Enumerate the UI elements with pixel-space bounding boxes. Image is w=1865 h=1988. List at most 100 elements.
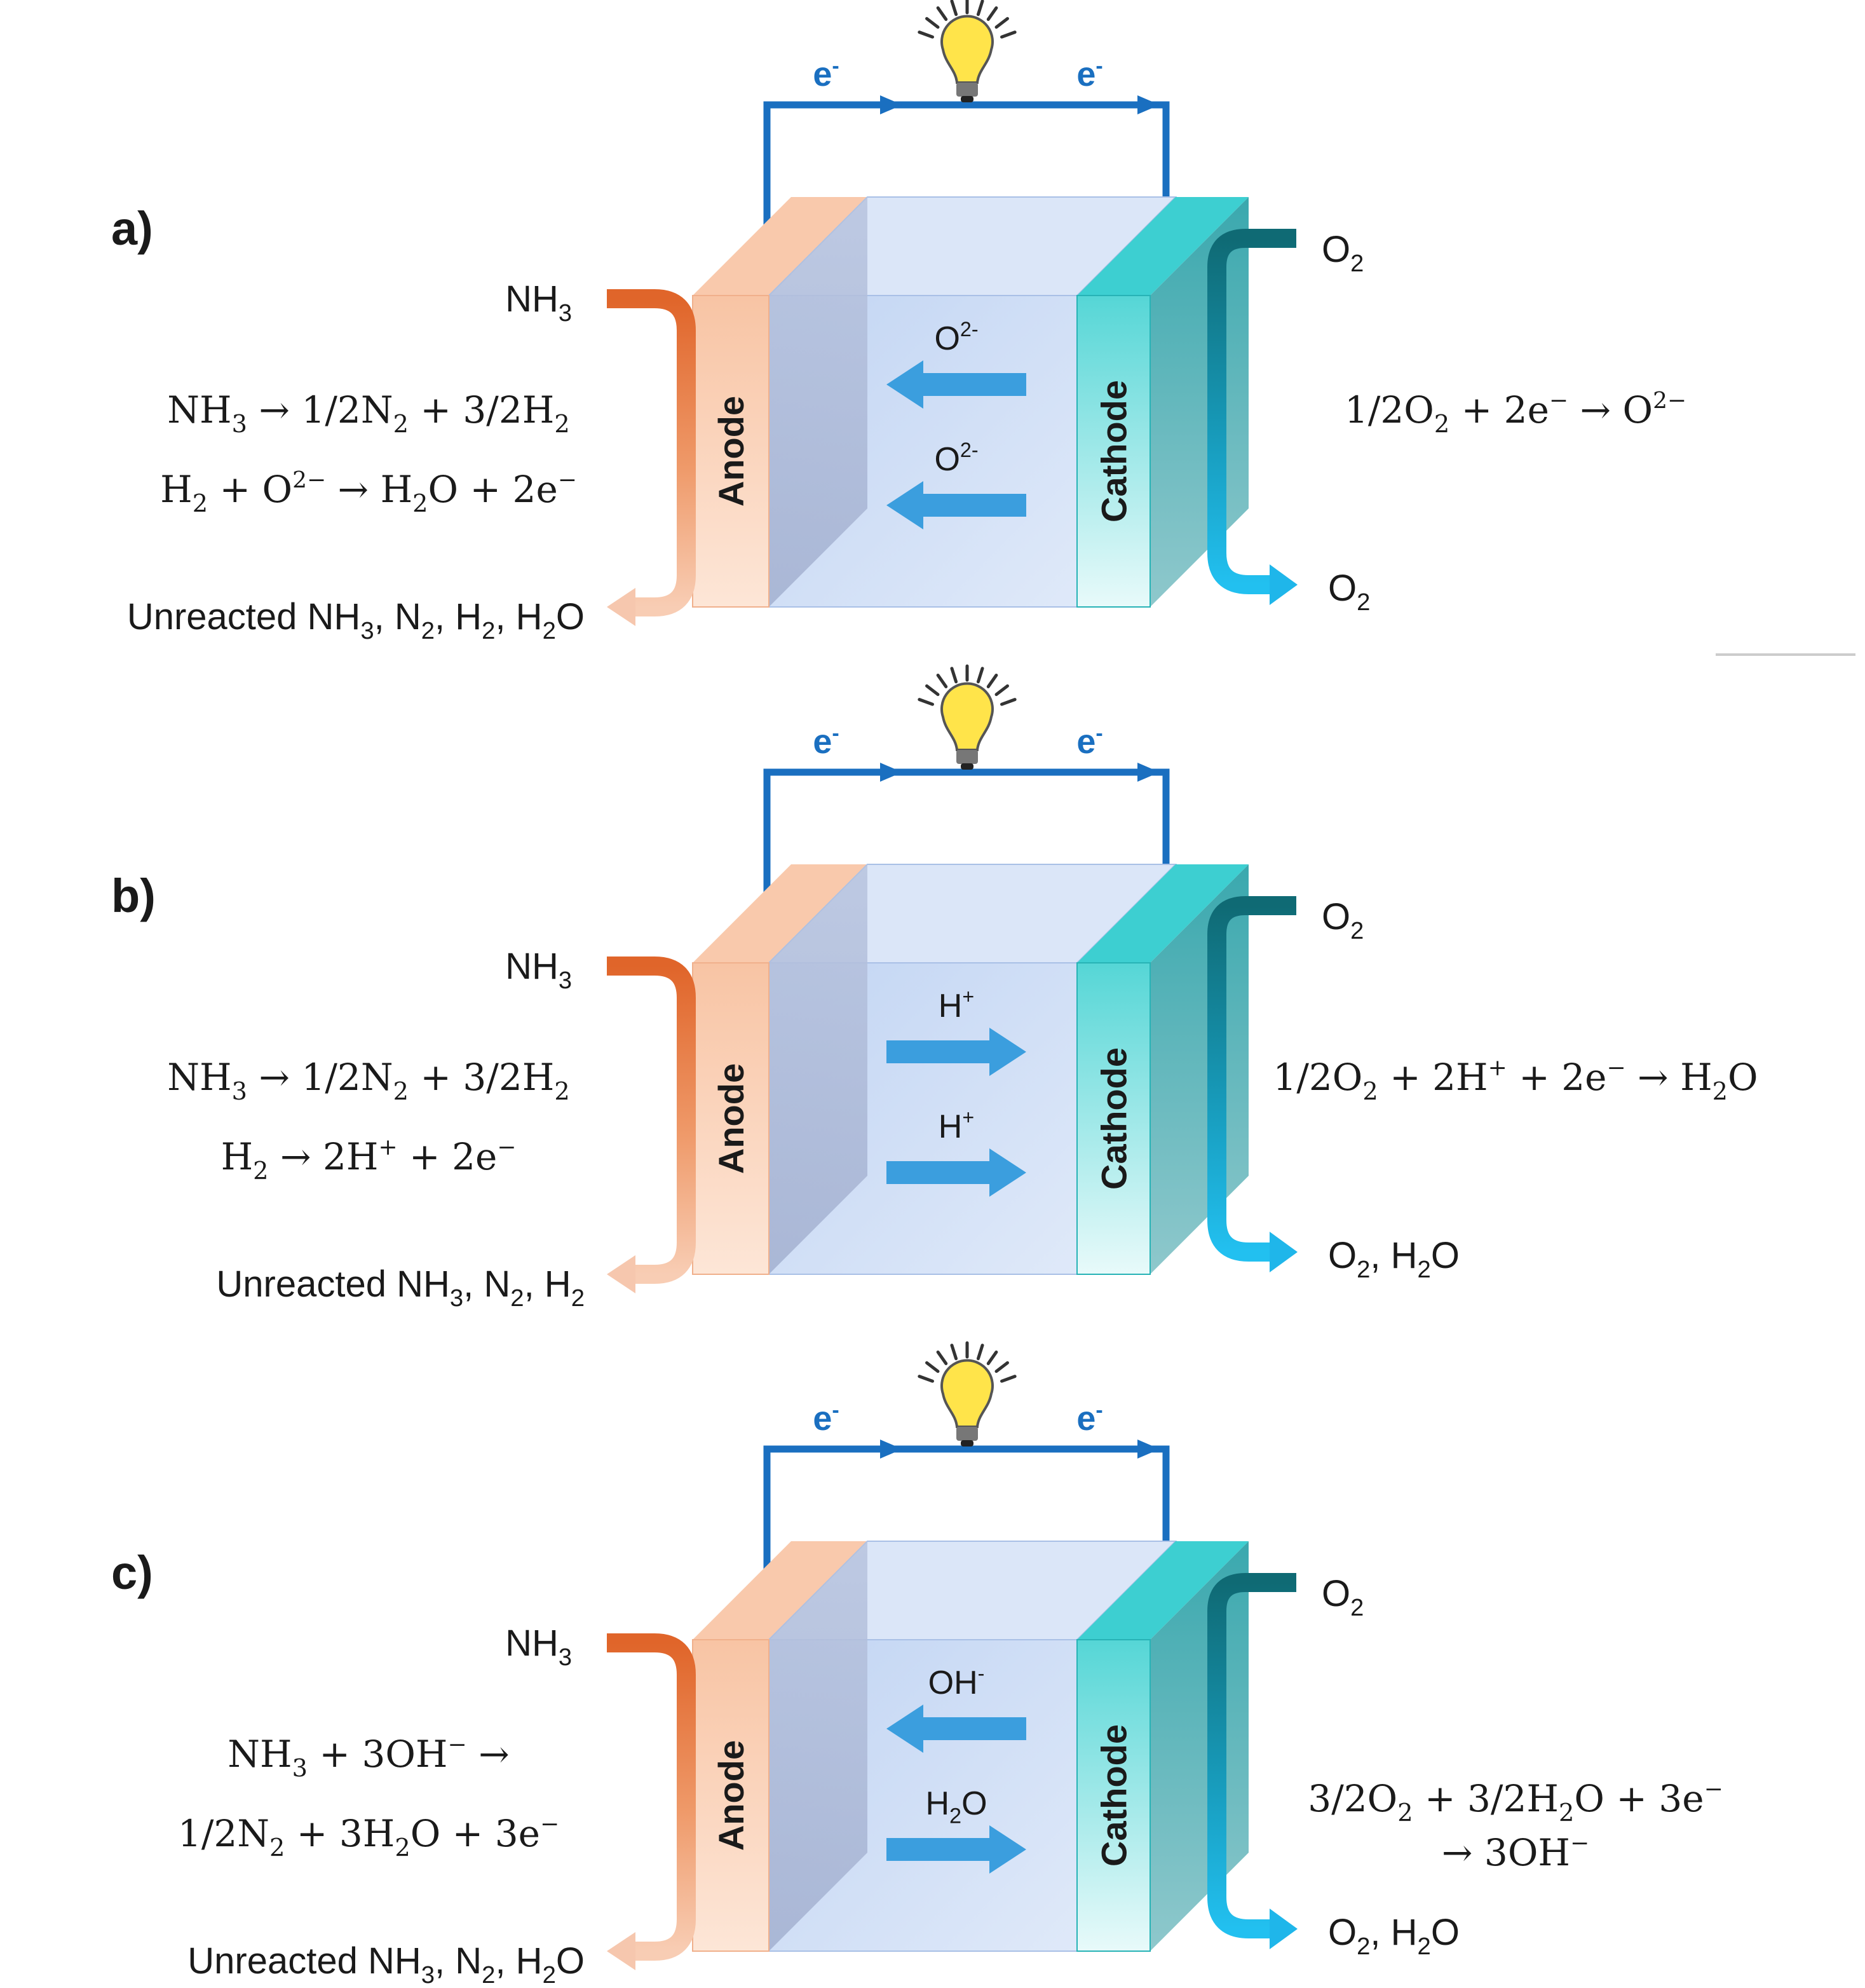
- oxidant-outlet-label-part: , H: [1370, 1235, 1417, 1276]
- cathode-reaction-equation-part: 2: [1712, 1077, 1728, 1106]
- cathode-reaction-equation-part: −: [1570, 1830, 1589, 1856]
- electron-label: e-: [813, 54, 839, 93]
- anode-top: [693, 1541, 867, 1640]
- oxidant-outlet-label-part: , H: [1370, 1912, 1417, 1953]
- ion-label-part: H: [939, 988, 963, 1025]
- oxidant-outlet-label: O2, H2O: [1328, 1235, 1460, 1283]
- ion-flow-arrow: [886, 1148, 1026, 1197]
- light-ray: [918, 31, 934, 39]
- bulb-base: [956, 750, 978, 764]
- electron-charge: -: [832, 54, 839, 78]
- light-ray: [986, 6, 998, 21]
- fuel-flow-pipe: [607, 289, 696, 616]
- oxidant-inlet-subscript: 2: [1350, 1595, 1364, 1621]
- light-ray: [918, 698, 934, 706]
- bulb-glass: [940, 1359, 994, 1428]
- cathode-reaction-equation-part: 2: [1559, 1799, 1574, 1827]
- cathode-reaction-equation: → 3OH−: [1442, 1830, 1589, 1874]
- electron-label: e-: [813, 1398, 839, 1438]
- ion-label-part: O: [934, 320, 960, 357]
- light-ray: [925, 1361, 940, 1373]
- anode-reaction-equation: NH3 → 1/2N2 + 3/2H2: [167, 388, 569, 439]
- anode-reaction-equation-part: 2: [253, 1157, 268, 1185]
- light-ray: [1000, 31, 1017, 39]
- exhaust-label-part: Unreacted NH: [216, 1263, 449, 1305]
- cathode-top: [1077, 197, 1249, 296]
- anode-reaction-equation: H2 + O2− → H2O + 2e−: [160, 467, 577, 518]
- anode-reaction-equation-part: 3: [232, 1077, 247, 1106]
- cathode-reaction-equation-part: 1/2O: [1273, 1056, 1362, 1099]
- anode-reaction-equation-part: + O: [208, 468, 292, 511]
- ion-label-part: H: [939, 1108, 963, 1145]
- electron-label: e-: [1076, 54, 1102, 93]
- anode-reaction-equation-part: + 3/2H: [409, 1056, 554, 1099]
- oxidant-outlet-arrow-head: [1270, 1232, 1298, 1272]
- ion-flow-arrow: [886, 1705, 1026, 1753]
- fuel-inlet-subscript: 3: [559, 300, 572, 327]
- ion-label: H+: [939, 1106, 974, 1145]
- cathode-reaction-equation-part: 2: [1362, 1077, 1378, 1106]
- anode-reaction-equation-part: + 3/2H: [409, 388, 554, 432]
- oxidant-outlet-arrow-head: [1270, 1909, 1298, 1949]
- electron-flow-arrow: [1137, 95, 1160, 114]
- cathode-reaction-equation-part: + 2e: [1449, 388, 1549, 432]
- ion-flow-arrow: [886, 360, 1026, 409]
- anode-reaction-equation-part: 2: [193, 489, 208, 518]
- cathode-reaction-equation-part: + 2H: [1378, 1056, 1488, 1099]
- bulb-glass: [940, 15, 994, 84]
- ion-flow-arrow: [886, 1028, 1026, 1076]
- fuel-inlet-label: NH3: [505, 946, 572, 994]
- ion-label-part: O: [934, 441, 960, 478]
- anode-reaction-equation-part: → 2H: [269, 1135, 379, 1178]
- anode-reaction-equation-part: 2: [395, 1834, 410, 1862]
- circuit-wire: [763, 768, 1170, 922]
- cathode-front: [1076, 295, 1151, 608]
- cathode-reaction-equation: 1/2O2 + 2e− → O2−: [1345, 388, 1686, 439]
- fuel-cell-body: [692, 196, 1249, 608]
- cathode-reaction-equation-part: 3/2O: [1308, 1777, 1397, 1820]
- cathode-reaction-equation-part: → O: [1568, 388, 1653, 432]
- anode-reaction-equation: NH3 + 3OH− →: [227, 1732, 509, 1783]
- exhaust-label-part: , H: [524, 1263, 571, 1305]
- fuel-inlet-label: NH3: [505, 278, 572, 327]
- bulb-tip: [961, 96, 973, 102]
- oxidant-outlet-label-part: O: [1328, 1912, 1357, 1953]
- external-circuit: [763, 763, 1170, 922]
- exhaust-label-part: 2: [482, 617, 495, 644]
- circuit-wire: [763, 101, 1170, 254]
- ion-label-part: OH: [928, 1665, 978, 1701]
- ion-label: H+: [939, 985, 974, 1025]
- panel-label: c): [111, 1546, 153, 1599]
- anode-reaction-equation-part: H: [221, 1135, 254, 1178]
- oxidant-outlet-label-part: 2: [1418, 1256, 1431, 1283]
- anode-reaction-equation-part: 2: [412, 489, 428, 518]
- anode-reaction-equation-part: 3: [292, 1754, 308, 1783]
- cathode-reaction-equation-part: O + 3e: [1574, 1777, 1704, 1820]
- anode-reaction-equation-part: →: [467, 1733, 510, 1776]
- light-ray: [976, 1344, 984, 1361]
- light-ray: [936, 6, 948, 21]
- electron-flow-arrow: [1137, 1440, 1160, 1459]
- electron-charge: -: [1095, 54, 1102, 78]
- fuel-flow-pipe: [607, 1633, 696, 1961]
- light-ray: [1000, 698, 1017, 706]
- fuel-cell-body: [692, 864, 1249, 1275]
- anode-reaction-equation-part: 2: [554, 410, 569, 439]
- ion-label-part: O: [961, 1785, 987, 1822]
- anode-reaction-equation-part: H: [160, 468, 193, 511]
- cathode-reaction-equation-part: + 2e: [1507, 1056, 1607, 1099]
- light-bulb-icon: [918, 0, 1017, 102]
- anode-reaction-equation-part: 2: [269, 1834, 285, 1862]
- light-ray: [986, 1350, 998, 1365]
- anode-reaction-equation-part: → 1/2N: [247, 388, 393, 432]
- exhaust-label-part: O: [556, 1940, 585, 1982]
- light-ray: [936, 1350, 948, 1365]
- cathode-reaction-equation-part: +: [1488, 1055, 1507, 1081]
- bulb-tip: [961, 763, 973, 770]
- electron-flow-arrow: [880, 95, 902, 114]
- electron-flow-arrow: [1137, 763, 1160, 782]
- circuit-wire: [763, 1445, 1170, 1598]
- cathode-reaction-equation-part: 1/2O: [1345, 388, 1434, 432]
- cathode-front: [1076, 962, 1151, 1275]
